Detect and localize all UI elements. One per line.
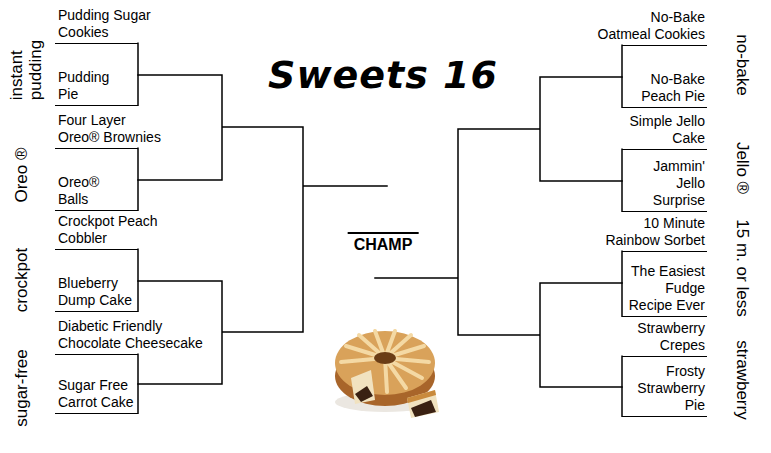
bracket-slot: Blueberry Dump Cake (55, 275, 138, 312)
category-label: Oreo ® (12, 147, 31, 202)
cake-hole (374, 352, 396, 364)
slot-line (622, 416, 707, 418)
bracket-slot: Pudding Pie (55, 69, 138, 106)
bracket-slot: The Easiest Fudge Recipe Ever (622, 263, 707, 317)
bracket-connector (621, 356, 623, 416)
category-label: 15 m. or less (733, 219, 752, 316)
slice-crust (407, 390, 436, 403)
bracket-connector (137, 43, 139, 105)
bracket-slot: Pudding Sugar Cookies (55, 7, 154, 44)
bracket-slot: No-Bake Peach Pie (622, 71, 707, 108)
bracket-slot: 10 Minute Rainbow Sorbet (601, 215, 707, 252)
entry-name: Oreo® Balls (58, 174, 99, 208)
bracket-connector (621, 45, 623, 107)
bracket-slot: Diabetic Friendly Chocolate Cheesecake (55, 318, 206, 355)
bracket-slot: Sugar Free Carrot Cake (55, 377, 138, 414)
category-label: Jello ® (733, 142, 752, 194)
slot-line (622, 211, 707, 213)
slot-line (55, 354, 138, 356)
category-label: instant pudding (7, 40, 45, 101)
bracket-connector (137, 249, 139, 311)
category-label: crockpot (12, 248, 31, 312)
slot-line (622, 107, 707, 109)
entry-name: Jammin' Jello Surprise (653, 158, 705, 209)
entry-name: Pudding Sugar Cookies (58, 7, 151, 41)
entry-name: Diabetic Friendly Chocolate Cheesecake (58, 318, 203, 352)
entry-name: Blueberry Dump Cake (58, 275, 132, 309)
bracket-slot: No-Bake Oatmeal Cookies (593, 9, 707, 46)
slot-line (55, 249, 138, 251)
bracket-slot: Frosty Strawberry Pie (622, 363, 707, 417)
entry-name: Frosty Strawberry Pie (637, 363, 705, 414)
entry-name: Simple Jello Cake (630, 113, 705, 147)
bracket-title: Sweets 16 (268, 53, 498, 97)
slot-line (55, 43, 138, 45)
slot-line (55, 210, 138, 212)
champion-label: CHAMP (348, 232, 419, 254)
slot-line (622, 149, 707, 151)
slice-chocolate (411, 400, 436, 417)
cake-cut-crumb (351, 370, 375, 404)
bracket-connector (621, 251, 623, 316)
cake-cut-chocolate (355, 386, 373, 402)
bracket-slot: Jammin' Jello Surprise (622, 158, 707, 212)
slice-crumb (407, 390, 439, 418)
bundt-cake-illustration (323, 318, 441, 423)
bracket-slot: Strawberry Crepes (622, 320, 707, 357)
slot-line (622, 45, 707, 47)
bracket-slot: Four Layer Oreo® Brownies (55, 112, 164, 149)
category-label: strawberry (733, 340, 752, 419)
cake-top (335, 331, 435, 395)
slot-line (622, 356, 707, 358)
entry-name: Crockpot Peach Cobbler (58, 213, 158, 247)
bracket-slot: Oreo® Balls (55, 174, 138, 211)
slot-line (55, 148, 138, 150)
bracket-connector (137, 354, 139, 413)
bracket-slot: Simple Jello Cake (622, 113, 707, 150)
entry-name: Four Layer Oreo® Brownies (58, 112, 161, 146)
category-label: no-bake (733, 34, 752, 95)
slot-line (622, 316, 707, 318)
entry-name: Strawberry Crepes (637, 320, 705, 354)
category-label: sugar-free (12, 349, 31, 426)
slot-line (55, 105, 138, 107)
entry-name: Sugar Free Carrot Cake (58, 377, 133, 411)
entry-name: No-Bake Peach Pie (641, 71, 705, 105)
slot-line (55, 311, 138, 313)
entry-name: No-Bake Oatmeal Cookies (598, 9, 705, 43)
slot-line (55, 413, 138, 415)
entry-name: Pudding Pie (58, 69, 109, 103)
bracket-connector (137, 148, 139, 210)
slot-line (622, 251, 707, 253)
entry-name: 10 Minute Rainbow Sorbet (605, 215, 705, 249)
entry-name: The Easiest Fudge Recipe Ever (629, 263, 705, 314)
bracket-slot: Crockpot Peach Cobbler (55, 213, 161, 250)
bracket-connector (621, 149, 623, 211)
